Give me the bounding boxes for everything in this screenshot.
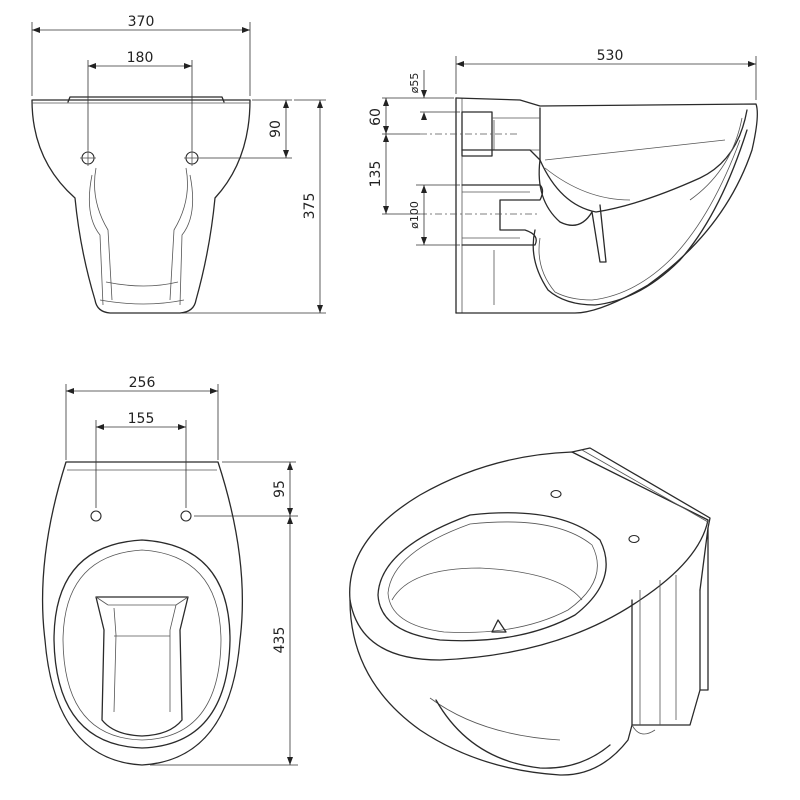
dim-side-outlet-diameter: ø100: [408, 184, 460, 246]
side-outlet-diameter-label: ø100: [408, 201, 421, 229]
top-hole-spacing-label: 155: [128, 411, 155, 427]
top-right-fixing-hole: [180, 510, 192, 522]
side-view-outer-shell: [455, 97, 758, 314]
perspective-fixing-hole-right: [628, 534, 640, 544]
side-outlet-offset-label: 135: [368, 161, 384, 188]
front-width-label: 370: [128, 14, 155, 30]
dim-side-inlet-offset: 60: [368, 97, 420, 135]
perspective-fixing-hole-left: [550, 489, 562, 499]
top-view-outer-rim: [41, 461, 244, 766]
perspective-bowl-body: [349, 599, 633, 776]
front-view: 370 180 90 375: [31, 14, 326, 314]
side-inlet-offset-label: 60: [368, 108, 384, 126]
side-view-inlet: [420, 111, 541, 161]
dim-side-outlet-offset: 135: [368, 134, 420, 215]
side-inlet-diameter-label: ø55: [408, 73, 421, 94]
top-hole-offset-label: 95: [272, 480, 288, 498]
perspective-bowl-opening: [377, 512, 607, 642]
dim-side-inlet-diameter: ø55: [408, 70, 460, 120]
dim-top-hole-offset: 95: [194, 461, 296, 517]
front-view-seat-plate: [67, 96, 225, 103]
side-view-bowl-inner: [539, 107, 748, 213]
perspective-view: [349, 447, 711, 776]
side-length-label: 530: [597, 48, 624, 64]
top-view: 256 155 95 435: [41, 375, 298, 766]
dim-front-hole-spacing: 180: [87, 50, 193, 150]
top-view-bowl-opening: [53, 539, 231, 749]
dim-front-width: 370: [31, 14, 251, 96]
front-right-fixing-hole: [184, 150, 200, 166]
front-hole-height-label: 90: [268, 120, 284, 138]
front-total-height-label: 375: [302, 193, 318, 220]
front-left-fixing-hole: [80, 150, 96, 166]
dim-top-hole-spacing: 155: [95, 411, 187, 508]
front-hole-spacing-label: 180: [127, 50, 154, 66]
side-view: 530 ø55 60 135: [368, 48, 758, 314]
dim-top-width: 256: [65, 375, 219, 460]
dim-front-total-height: 375: [182, 99, 326, 314]
dim-front-hole-height: 90: [200, 99, 292, 159]
dim-top-total-length: 435: [150, 515, 298, 766]
side-view-outlet: [420, 184, 544, 246]
top-total-length-label: 435: [272, 627, 288, 654]
top-width-label: 256: [129, 375, 156, 391]
front-view-outline: [31, 99, 251, 314]
perspective-rim-outer: [349, 451, 709, 661]
top-left-fixing-hole: [90, 510, 102, 522]
dim-side-length: 530: [455, 48, 757, 100]
